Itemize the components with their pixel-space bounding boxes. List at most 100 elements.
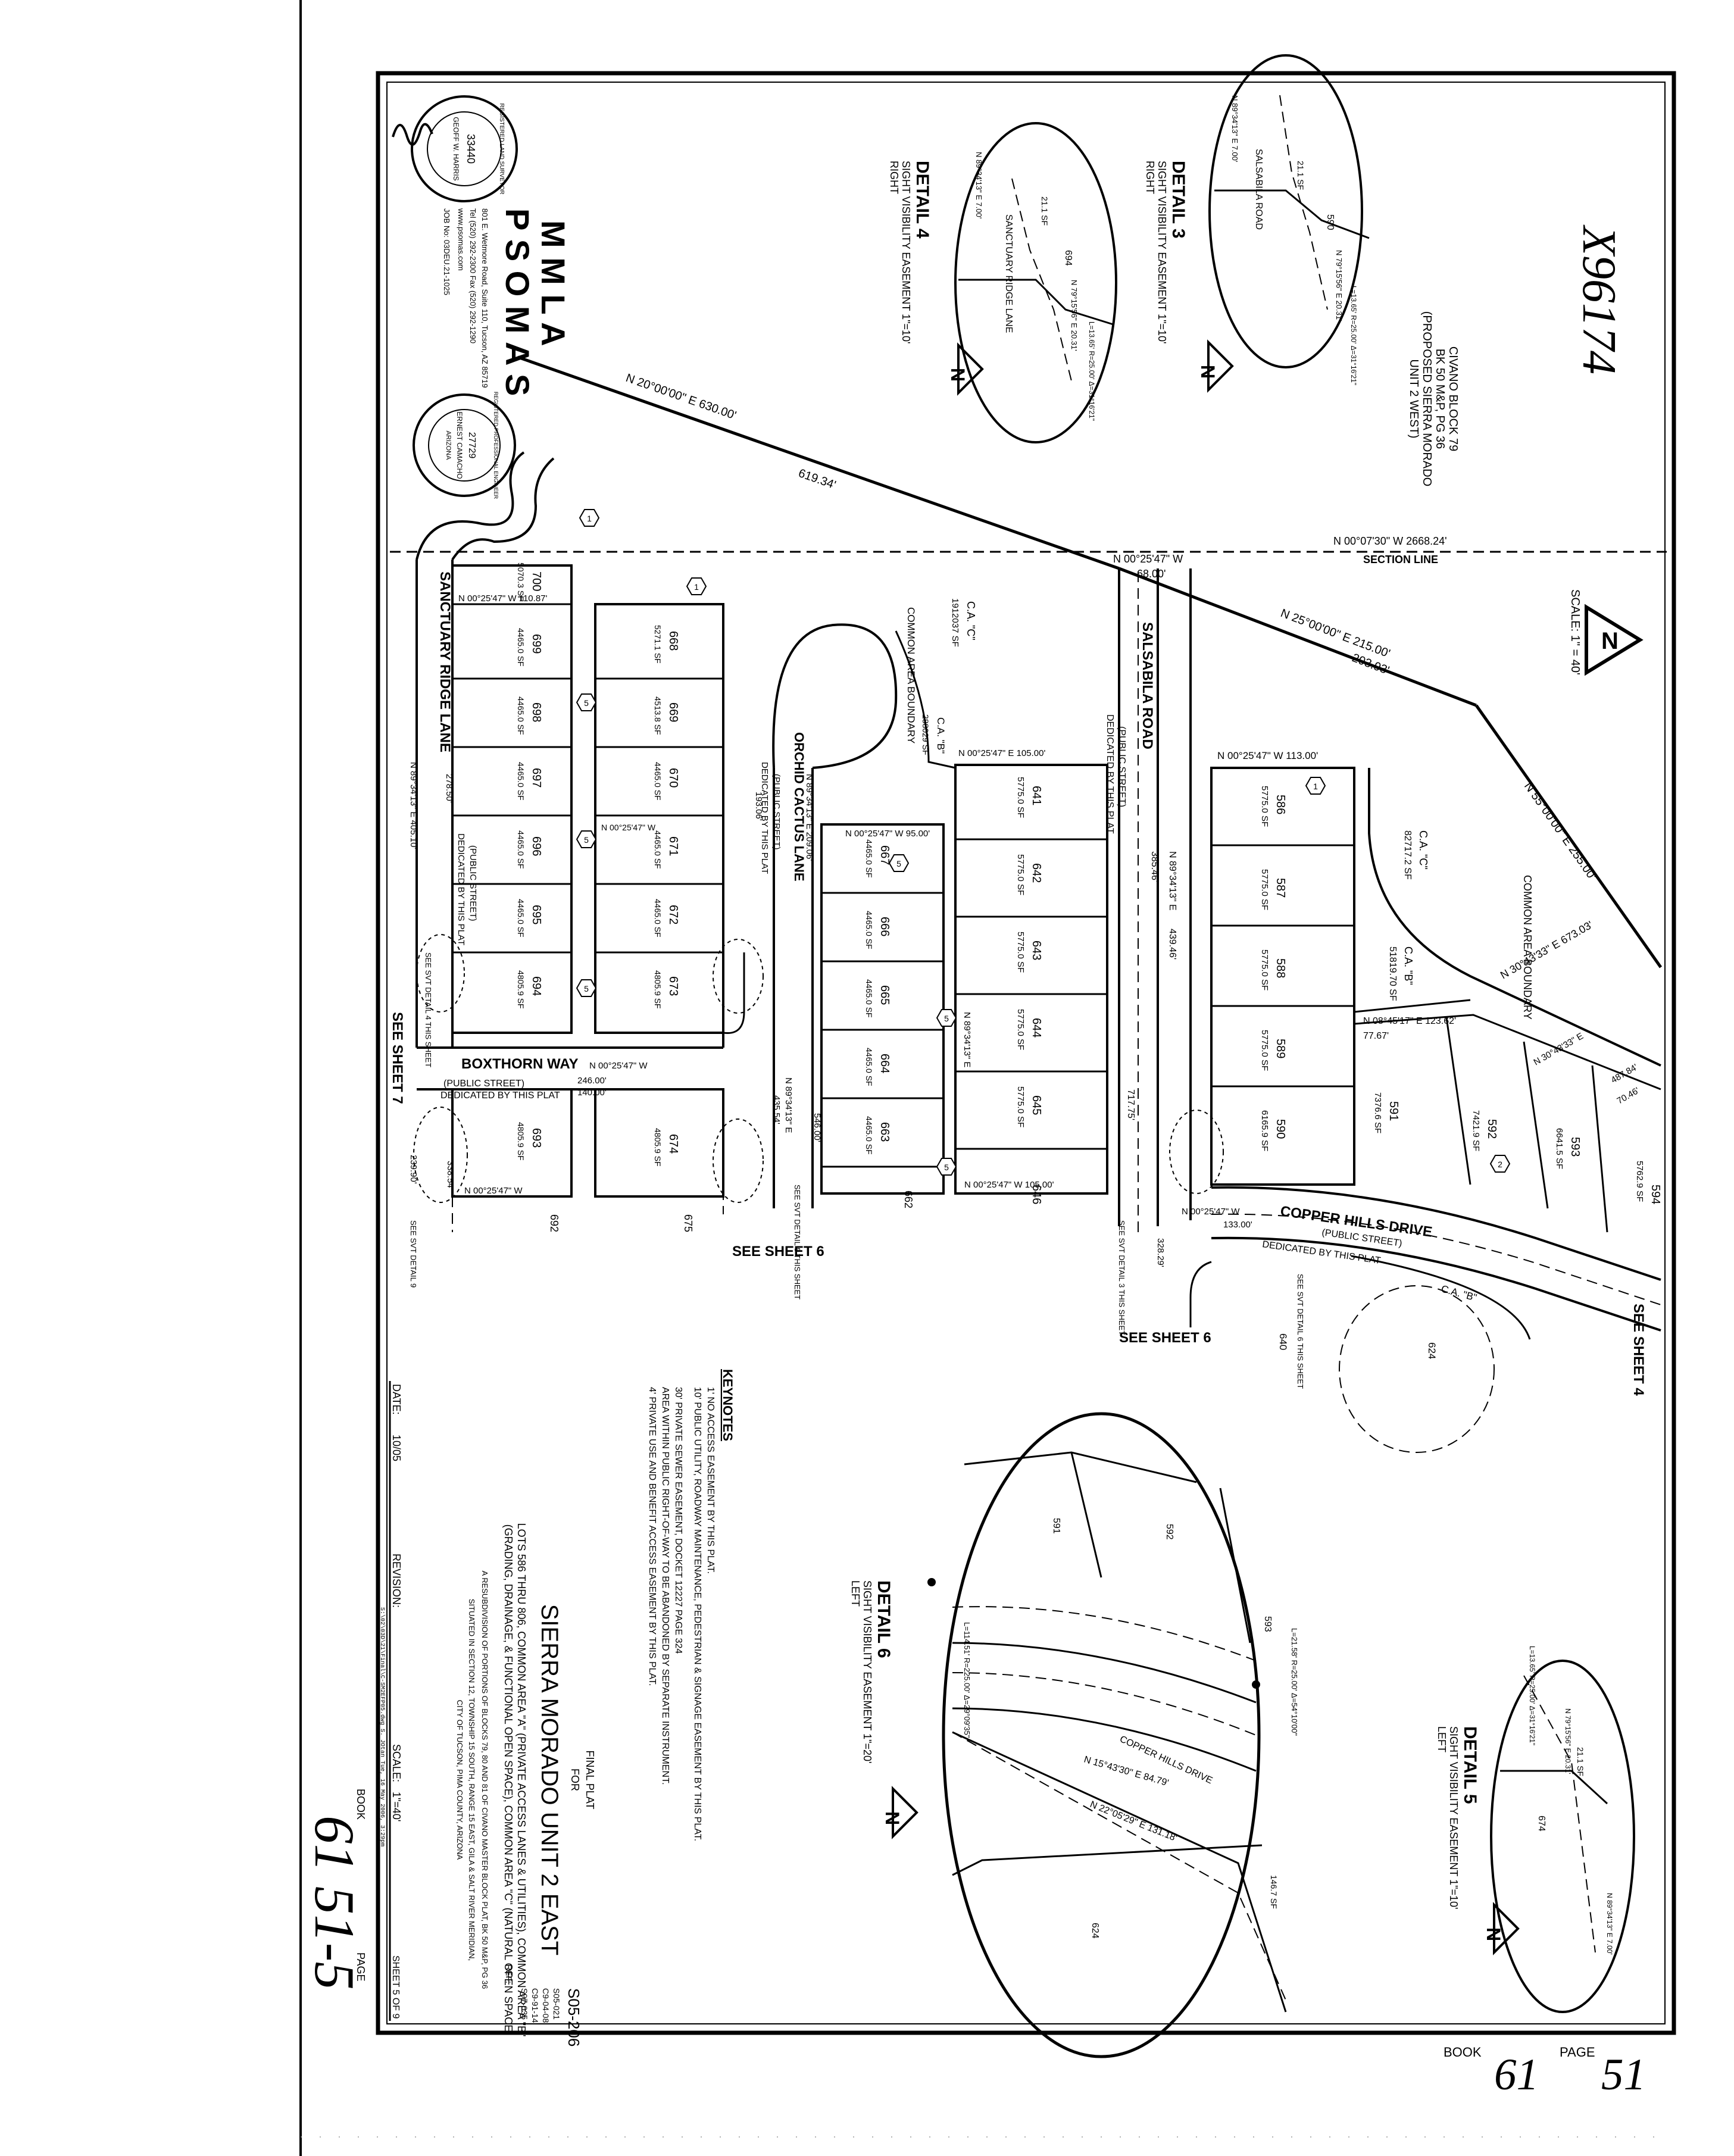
lot-698-sf: 4465.0 SF [516, 696, 526, 735]
surveyor-seal: REGISTERED LAND SURVEYOR 33440 GEOFF W. … [392, 95, 518, 202]
d3-lot: 590 [1325, 214, 1335, 230]
sanct-4: 338.54' [445, 1161, 455, 1190]
lot-587-sf: 5775.0 SF [1260, 869, 1270, 910]
ca-c-top: C.A. "C" [965, 601, 977, 640]
firm-web: www.psomas.com [457, 208, 465, 271]
d4-b2: N 79°15'56" E 20.31' [1070, 280, 1079, 351]
lot-643: 643 [1030, 940, 1043, 960]
lot-667-sf: 4465.0 SF [864, 839, 874, 878]
see-sheet-6a: SEE SHEET 6 [732, 1243, 824, 1260]
d6-curve2: L=21.58' R=25.00' Δ=54°10'00" [1290, 1628, 1299, 1736]
for-label: FOR [569, 1768, 581, 1791]
site-plan: N 00°07'30" W 2668.24' SECTION LINE N 20… [389, 355, 1667, 1453]
city: CITY OF TUCSON, PIMA COUNTY, ARIZONA [455, 1700, 464, 1860]
ref-3: S97-035 [520, 1988, 529, 2020]
lot-698: 698 [530, 702, 543, 722]
lot-586-sf: 5775.0 SF [1260, 786, 1270, 827]
lot-694: 694 [530, 976, 543, 996]
detail-3-ellipse: SALSABILA ROAD 590 21.1 SF N 89°34'13" E… [1208, 54, 1370, 385]
d3-side: RIGHT [1144, 161, 1156, 194]
d3-curve: L=13.65' R=25.00' Δ=31°16'21" [1349, 286, 1358, 385]
boxthorn-way: BOXTHORN WAY [461, 1056, 578, 1072]
salsabila-b1: N 89°34'13" E [1167, 851, 1177, 911]
hex-5c: 5 [584, 984, 589, 993]
north-arrow-d5: N [1483, 1902, 1520, 1955]
lot-696: 696 [530, 836, 543, 856]
inner-border [386, 82, 1666, 2024]
engineer-seal: REGISTERED PROFESSIONAL ENGINEER 27729 E… [413, 392, 516, 499]
lot-662: 662 [902, 1191, 914, 1208]
hex-5e: 5 [944, 1014, 949, 1023]
d4-lot: 694 [1063, 250, 1073, 266]
lots-col-b: 668 5271.1 SF 669 4513.8 SF 670 4465.0 S… [653, 625, 680, 1009]
lot-594-sf: 5762.9 SF [1635, 1161, 1645, 1202]
d4-sub: SIGHT VISIBILITY EASEMENT 1"=10' [900, 161, 912, 343]
footer-book-value: 61 [1494, 2050, 1539, 2099]
lot-664: 664 [878, 1054, 891, 1073]
ca-b-top-sf: 288029 SF [921, 714, 930, 755]
box-s: N 00°25'47" W [464, 1186, 523, 1196]
boxthorn-ded: DEDICATED BY THIS PLAT [440, 1091, 560, 1101]
orchid-lane: ORCHID CACTUS LANE [792, 732, 807, 882]
ref-2: C9-91-14 [530, 1988, 540, 2023]
firm-name-line2: P S O M A S [499, 208, 536, 396]
civano-label: CIVANO BLOCK 79 BK 50 M&P, PG 36 (PROPOS… [1407, 311, 1460, 487]
lot-587: 587 [1274, 878, 1287, 898]
boxthorn-d: 246.00' [577, 1076, 607, 1086]
d3-sf: 21.1 SF [1296, 161, 1305, 190]
lot-672: 672 [667, 905, 680, 924]
ca-c-right: C.A. "C" [1417, 830, 1429, 870]
north-arrow-main: N [1585, 604, 1644, 676]
lot-590-sf: 6165.9 SF [1260, 1110, 1270, 1151]
footer-page-label: PAGE [1560, 2045, 1595, 2060]
d4-road: SANCTUARY RIDGE LANE [1004, 214, 1014, 333]
n2547-top: N 00°25'47" W [1113, 553, 1183, 565]
sanctuary-lane: SANCTUARY RIDGE LANE [437, 571, 453, 752]
footer-book-label: BOOK [1444, 2045, 1482, 2060]
lot-642: 642 [1030, 863, 1043, 883]
sanct-3: 239.90' [408, 1155, 418, 1184]
detail-5-label: DETAIL 5 SIGHT VISIBILITY EASEMENT 1"=10… [1436, 1726, 1480, 1909]
handwritten-bottom-left: 61 51-5 [303, 1816, 366, 1990]
date-value: 10/05 [390, 1435, 402, 1461]
lot-695-sf: 4465.0 SF [516, 899, 526, 938]
lots-bottom: 693 4805.9 SF 674 4805.9 SF 692 675 [516, 1122, 694, 1232]
svg-text:N: N [1483, 1927, 1504, 1941]
ca-c-top-sf: 1912037 SF [950, 598, 960, 647]
d5-curve: L=13.65' R=25.00' Δ=31°16'21" [1528, 1646, 1536, 1745]
margin-footer: BOOK 61 PAGE 51 [1444, 2045, 1646, 2099]
lot-697-sf: 4465.0 SF [516, 762, 526, 801]
case-no: S05-206 [565, 1988, 583, 2046]
tb-book-label: BOOK [355, 1789, 367, 1820]
lot-700-sf: 5070.3 SF [516, 563, 526, 601]
d3-road: SALSABILA ROAD [1254, 149, 1264, 230]
hex-1: 1 [587, 514, 592, 523]
see-sheet-6b: SEE SHEET 6 [1119, 1330, 1211, 1346]
svg-text:N: N [1601, 628, 1619, 654]
lot-663-sf: 4465.0 SF [864, 1116, 874, 1155]
firm-name-line1: M M L A [535, 220, 572, 346]
lot-645: 645 [1030, 1095, 1043, 1115]
lot-646: 646 [1030, 1185, 1043, 1204]
lot-666-sf: 4465.0 SF [864, 911, 874, 949]
keynote-markers: 1 5 5 5 1 5 5 5 1 2 [576, 509, 1511, 1176]
keynote-3: 30' PRIVATE SEWER EASEMENT, DOCKET 12227… [673, 1387, 683, 1654]
outer-border [376, 71, 1676, 2035]
ca-boundary-right: COMMON AREA BOUNDARY [1521, 875, 1533, 1020]
col-d-top: N 00°25'47" E 105.00' [958, 748, 1045, 758]
seal-1-line-2: 33440 [465, 134, 477, 164]
lot-674-sf: 4805.9 SF [653, 1128, 663, 1167]
hex-2a: 2 [1498, 1160, 1502, 1169]
lot-591-sf: 7376.6 SF [1373, 1092, 1383, 1133]
d6-sub: SIGHT VISIBILITY EASEMENT 1"=20' [861, 1580, 873, 1763]
svt-3: SEE SVT DETAIL 5 THIS SHEET [793, 1185, 802, 1299]
lot-669-sf: 4513.8 SF [653, 696, 663, 735]
lot-665-sf: 4465.0 SF [864, 979, 874, 1018]
sanctuary-pub: (PUBLIC STREET) [468, 845, 478, 921]
seal-2-line-4: ARIZONA [445, 431, 452, 461]
svt-2: SEE SVT DETAIL 4 THIS SHEET [424, 952, 433, 1067]
hex-5f: 5 [944, 1163, 949, 1172]
seal-1-line-1: REGISTERED LAND SURVEYOR [498, 103, 505, 194]
seal-2-line-3: ERNEST CAMACHO [455, 411, 464, 479]
svt-4: SEE SVT DETAIL 6 THIS SHEET [1296, 1274, 1305, 1389]
